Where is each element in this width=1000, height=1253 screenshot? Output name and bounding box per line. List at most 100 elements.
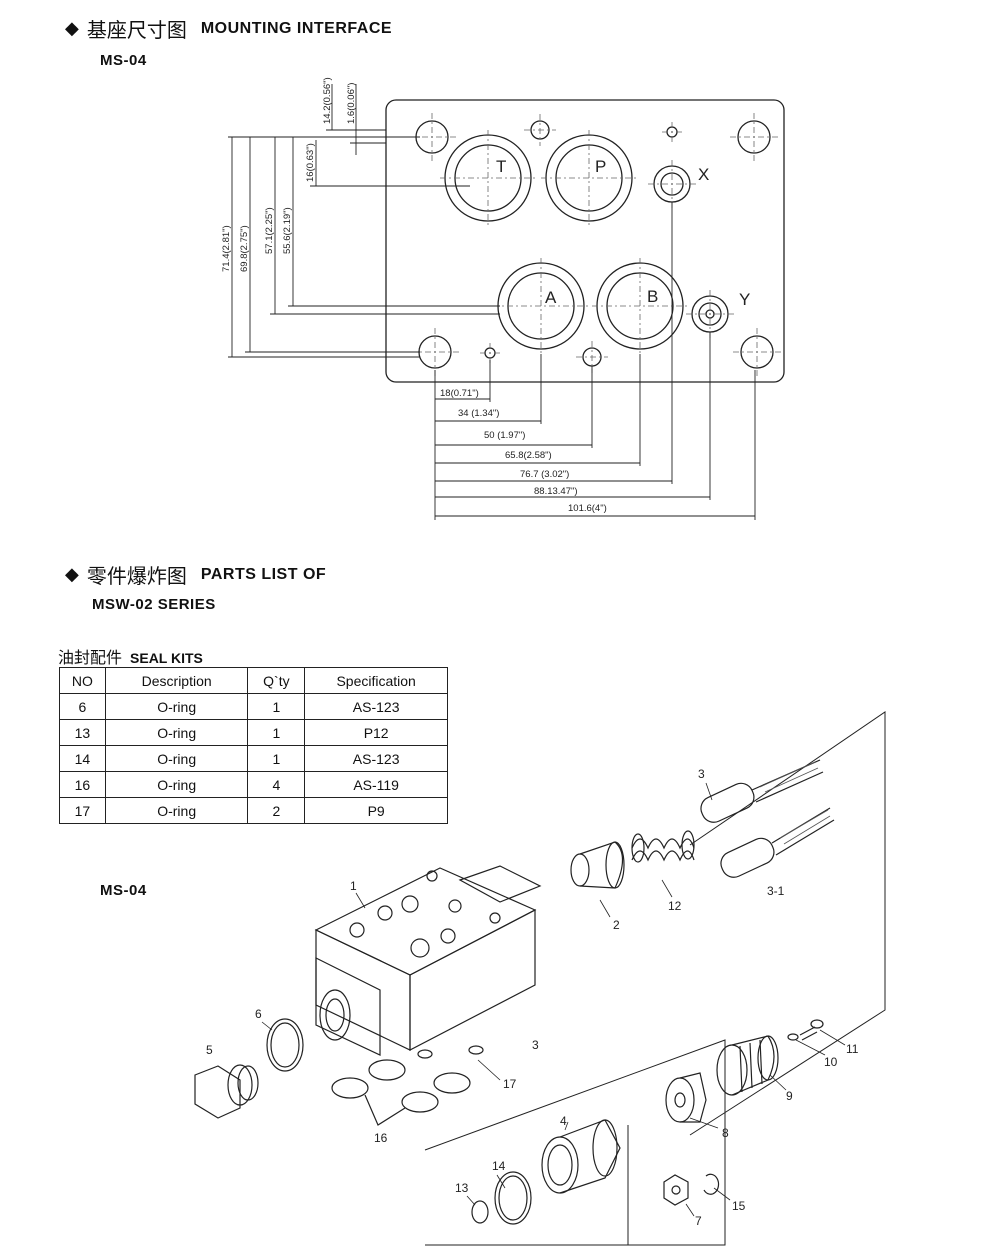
o-ring-16-icon xyxy=(368,1059,406,1081)
cell-description: O-ring xyxy=(104,693,249,720)
o-ring-16-icon xyxy=(433,1072,471,1094)
cell-description: O-ring xyxy=(104,719,249,746)
part-label-16: 16 xyxy=(374,1131,388,1145)
series-label: MSW-02 SERIES xyxy=(92,596,216,613)
cell-spec: AS-123 xyxy=(304,745,448,772)
table-header-row: NO Description Q`ty Specification xyxy=(59,667,448,694)
heading-cn: 基座尺寸图 xyxy=(86,18,187,42)
part-label-11: 11 xyxy=(846,1042,859,1056)
detail-panel-lower xyxy=(424,1039,726,1246)
mounting-interface-drawing: T P X A B Y 14.2(0.56") 1.6(0.06") 16(0.… xyxy=(221,77,785,520)
cell-qty: 1 xyxy=(247,745,306,772)
seal-kits-title-cn: 油封配件 xyxy=(58,648,123,667)
heading-cn: 零件爆炸图 xyxy=(86,564,187,588)
spool-icon xyxy=(700,759,835,878)
section-heading-parts: ◆ 零件爆炸图 PARTS LIST OF xyxy=(65,560,326,589)
cell-qty: 1 xyxy=(247,719,306,746)
seal-kits-title-en: SEAL KITS xyxy=(130,650,203,666)
part-label-2: 2 xyxy=(613,918,620,932)
o-ring-13-icon xyxy=(471,1200,489,1224)
dim-v-6: 69.8(2.75") xyxy=(239,225,250,272)
port-a-label: A xyxy=(545,288,557,307)
dim-h-3: 50 (1.97") xyxy=(484,430,525,441)
o-ring-14-icon xyxy=(494,1171,532,1225)
table-row: 17 O-ring 2 P9 xyxy=(59,797,448,824)
nut-adapter-icon xyxy=(541,1119,621,1194)
port-p-label: P xyxy=(595,157,606,176)
dim-h-7: 101.6(4") xyxy=(568,503,607,514)
adjust-knob-icon xyxy=(716,1035,779,1096)
dim-h-6: 88.13.47") xyxy=(534,486,578,497)
o-ring-16-icon xyxy=(331,1077,369,1099)
locknut-icon xyxy=(665,1072,707,1123)
dim-h-5: 76.7 (3.02") xyxy=(520,469,569,480)
dim-h-2: 34 (1.34") xyxy=(458,408,499,419)
part-label-6: 6 xyxy=(255,1007,262,1021)
detail-panel-upper xyxy=(689,711,886,1136)
part-label-8: 8 xyxy=(722,1126,729,1140)
dim-v-5: 57.1(2.25") xyxy=(264,207,275,254)
exploded-view-drawing: 1 2 3 3-1 3 4 5 6 7 8 9 10 11 12 13 14 1… xyxy=(194,711,886,1246)
col-header-specification: Specification xyxy=(304,667,448,694)
model-label-top: MS-04 xyxy=(100,52,147,69)
port-t-label: T xyxy=(496,157,506,176)
diamond-bullet-icon: ◆ xyxy=(65,18,79,38)
col-header-qty: Q`ty xyxy=(247,667,306,694)
port-y-label: Y xyxy=(739,290,750,309)
o-ring-17-icon xyxy=(468,1045,484,1055)
dim-v-4: 55.6(2.19") xyxy=(282,207,293,254)
table-row: 6 O-ring 1 AS-123 xyxy=(59,693,448,720)
diamond-bullet-icon: ◆ xyxy=(65,564,79,584)
cell-description: O-ring xyxy=(104,797,249,824)
col-header-description: Description xyxy=(104,667,249,694)
poppet-icon xyxy=(570,841,625,889)
part-label-15: 15 xyxy=(732,1199,746,1213)
part-label-3-lower: 3 xyxy=(532,1038,539,1052)
cell-spec: P9 xyxy=(304,797,448,824)
part-label-12: 12 xyxy=(668,899,682,913)
part-label-3-upper: 3 xyxy=(698,767,705,781)
part-label-13: 13 xyxy=(455,1181,469,1195)
dim-v-2: 1.6(0.06") xyxy=(346,83,357,124)
part-label-17: 17 xyxy=(503,1077,517,1091)
cell-no: 14 xyxy=(59,745,106,772)
bolt-hole-icon xyxy=(740,335,774,369)
part-label-5: 5 xyxy=(206,1043,213,1057)
heading-en: PARTS LIST OF xyxy=(200,565,327,583)
dim-h-4: 65.8(2.58") xyxy=(505,450,552,461)
dim-h-1: 18(0.71") xyxy=(440,388,479,399)
part-label-1: 1 xyxy=(350,879,357,893)
cell-spec: AS-123 xyxy=(304,693,448,720)
part-label-3-1: 3-1 xyxy=(767,884,785,898)
cell-qty: 4 xyxy=(247,771,306,798)
dim-v-3: 16(0.63") xyxy=(305,143,316,182)
port-b-label: B xyxy=(647,287,658,306)
washer-icon xyxy=(787,1033,799,1041)
dim-v-1: 14.2(0.56") xyxy=(322,77,333,124)
part-label-10: 10 xyxy=(824,1055,838,1069)
o-ring-6-icon xyxy=(266,1018,304,1072)
seal-kits-title: 油封配件 SEAL KITS xyxy=(58,644,203,668)
section-heading-mounting: ◆ 基座尺寸图 MOUNTING INTERFACE xyxy=(65,14,392,43)
cell-no: 17 xyxy=(59,797,106,824)
part-label-4: 4 xyxy=(560,1114,567,1128)
plug-icon xyxy=(194,1064,259,1119)
col-header-no: NO xyxy=(59,667,106,694)
heading-en: MOUNTING INTERFACE xyxy=(200,19,393,37)
seal-kits-table: NO Description Q`ty Specification 6 O-ri… xyxy=(59,667,448,824)
valve-body-icon xyxy=(314,865,542,1056)
o-ring-17-icon xyxy=(417,1049,433,1059)
spring-icon xyxy=(631,830,695,863)
screw-icon xyxy=(799,1019,824,1041)
cell-qty: 2 xyxy=(247,797,306,824)
mounting-plate-outline xyxy=(385,99,785,383)
retaining-clip-icon xyxy=(703,1173,720,1195)
model-label-exploded: MS-04 xyxy=(100,882,147,899)
cell-no: 13 xyxy=(59,719,106,746)
table-row: 14 O-ring 1 AS-123 xyxy=(59,745,448,772)
port-x-label: X xyxy=(698,165,709,184)
o-ring-16-icon xyxy=(401,1091,439,1113)
hex-nut-icon xyxy=(663,1174,689,1206)
dim-v-7: 71.4(2.81") xyxy=(221,225,232,272)
part-label-14: 14 xyxy=(492,1159,506,1173)
